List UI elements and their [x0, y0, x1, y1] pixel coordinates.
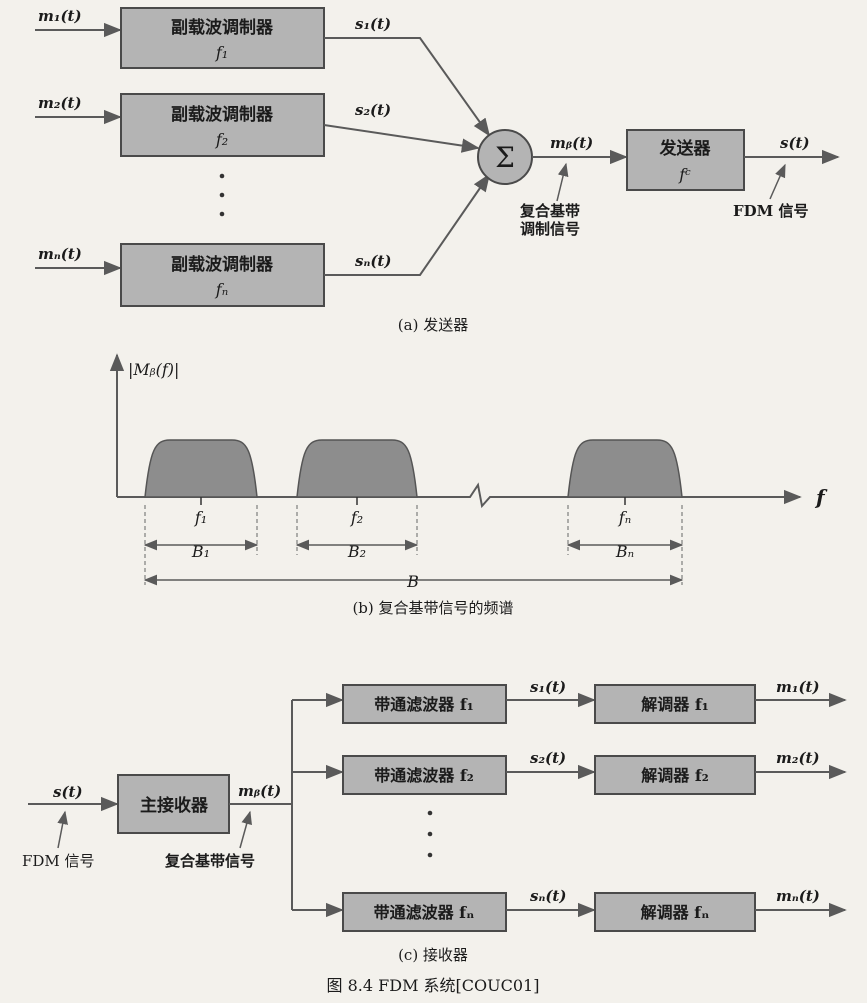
receiver-output-m1: m₁(t) — [776, 678, 820, 696]
caption-c: (c) 接收器 — [398, 946, 468, 964]
receiver-signal-sn: sₙ(t) — [530, 887, 566, 905]
sender-box — [626, 129, 745, 191]
receiver-diagram: s(t) FDM 信号 主接收器 mᵦ(t) 复合基带信号 带通滤波器 f₁ s… — [22, 678, 847, 964]
receiver-composite-mb: mᵦ(t) — [238, 782, 281, 800]
receiver-signal-s1: s₁(t) — [530, 678, 566, 696]
spectrum-diagram: |Mᵦ(f)| f f₁ f₂ fₙ B₁ B₂ Bₙ B — [109, 353, 828, 617]
bandpass-filter-n — [342, 892, 507, 932]
output-signal-s: s(t) — [780, 134, 810, 152]
modulator-sub-n: fₙ — [215, 280, 228, 299]
signal-s2: s₂(t) — [355, 101, 391, 119]
modulator-box-n — [120, 243, 325, 307]
summer-symbol: Σ — [495, 141, 515, 174]
ellipsis-dot — [219, 211, 225, 217]
receiver-signal-s2: s₂(t) — [530, 749, 566, 767]
caption-a: (a) 发送器 — [398, 316, 468, 334]
figure-caption: 图 8.4 FDM 系统[COUC01] — [327, 976, 540, 995]
sender-label: 发送器 — [659, 138, 712, 159]
bandwidth-B2: B₂ — [347, 542, 366, 561]
modulator-label-1: 副载波调制器 — [171, 17, 274, 38]
demodulator-label-2: 解调器 f₂ — [641, 766, 708, 785]
bandpass-filter-2 — [342, 755, 507, 795]
ellipsis-dot — [427, 852, 433, 858]
composite-signal-mb: mᵦ(t) — [550, 134, 593, 152]
ellipsis-dot — [427, 831, 433, 837]
center-f1: f₁ — [194, 508, 207, 527]
transmitter-diagram: m₁(t) m₂(t) mₙ(t) 副载波调制器 f₁ 副载波调制器 f₂ 副载… — [35, 7, 840, 334]
receiver-composite-label: 复合基带信号 — [164, 852, 255, 870]
bandpass-filter-label-n: 带通滤波器 fₙ — [374, 903, 475, 922]
modulator-label-2: 副载波调制器 — [171, 104, 274, 125]
demodulator-label-1: 解调器 f₁ — [641, 695, 708, 714]
caption-b: (b) 复合基带信号的频谱 — [352, 599, 513, 617]
receiver-output-mn: mₙ(t) — [776, 887, 820, 905]
ellipsis-dot — [427, 810, 433, 816]
bandpass-filter-label-2: 带通滤波器 f₂ — [374, 766, 473, 785]
input-m1: m₁(t) — [38, 7, 82, 25]
spectrum-band-n — [567, 439, 683, 498]
demodulator-2 — [594, 755, 756, 795]
total-bandwidth-B: B — [406, 572, 419, 591]
ellipsis-dot — [219, 192, 225, 198]
demodulator-n — [594, 892, 756, 932]
main-receiver-box — [117, 774, 230, 834]
center-f2: f₂ — [350, 508, 363, 527]
modulator-label-n: 副载波调制器 — [171, 254, 274, 275]
spectrum-ylabel: |Mᵦ(f)| — [128, 360, 179, 379]
input-mn: mₙ(t) — [38, 245, 82, 263]
receiver-input-s: s(t) — [53, 783, 83, 801]
bandwidth-Bn: Bₙ — [615, 542, 634, 561]
bandpass-filter-1 — [342, 684, 507, 724]
demodulator-label-n: 解调器 fₙ — [641, 903, 710, 922]
composite-label-line2: 调制信号 — [520, 220, 580, 238]
modulator-box-2 — [120, 93, 325, 157]
main-receiver-label: 主接收器 — [140, 795, 209, 816]
ellipsis-dot — [219, 173, 225, 179]
input-m2: m₂(t) — [38, 94, 82, 112]
center-fn: fₙ — [618, 508, 631, 527]
spectrum-band-1 — [144, 439, 258, 498]
signal-sn: sₙ(t) — [355, 252, 391, 270]
receiver-input-label: FDM 信号 — [22, 852, 95, 870]
composite-label-line1: 复合基带 — [519, 202, 580, 220]
spectrum-xlabel: f — [814, 485, 828, 509]
modulator-box-1 — [120, 7, 325, 69]
modulator-sub-2: f₂ — [215, 130, 228, 149]
demodulator-1 — [594, 684, 756, 724]
modulator-sub-1: f₁ — [215, 43, 228, 62]
bandwidth-B1: B₁ — [191, 542, 210, 561]
signal-s1: s₁(t) — [355, 15, 391, 33]
sender-sub: fᶜ — [678, 165, 691, 184]
spectrum-band-2 — [296, 439, 418, 498]
bandpass-filter-label-1: 带通滤波器 f₁ — [374, 695, 473, 714]
receiver-output-m2: m₂(t) — [776, 749, 820, 767]
output-label-fdm: FDM 信号 — [733, 202, 808, 220]
